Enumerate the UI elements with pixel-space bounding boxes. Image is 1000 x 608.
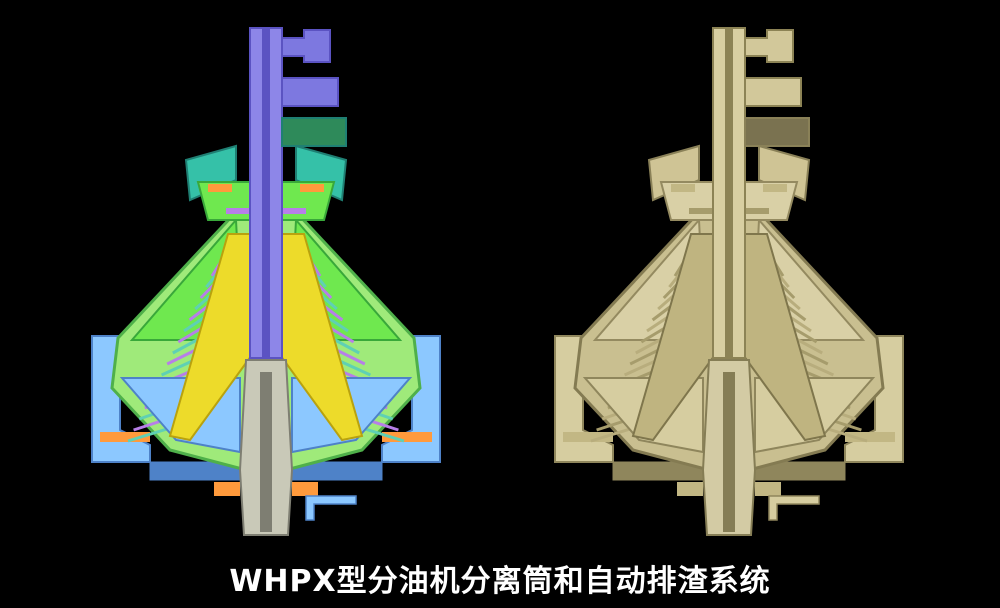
left-paring-disc: [208, 184, 232, 192]
color-cross-section-diagram: [91, 27, 441, 536]
oil-outlet-pipe: [281, 77, 339, 107]
feed-pipe-bore: [262, 28, 270, 358]
right-bearing: [755, 482, 781, 496]
left-paring-disc: [671, 184, 695, 192]
oil-outlet-pipe: [744, 77, 802, 107]
right-seal-ring: [845, 432, 895, 442]
spindle-core: [260, 372, 272, 532]
gold-cross-section-diagram: [554, 27, 904, 536]
inlet-nozzle: [744, 29, 794, 63]
diagram-caption: WHPX型分油机分离筒和自动排渣系统: [229, 564, 771, 599]
operating-water-pipe: [305, 495, 357, 521]
right-bearing: [292, 482, 318, 496]
spindle-core: [723, 372, 735, 532]
right-seal-ring: [382, 432, 432, 442]
water-outlet-pipe: [744, 117, 810, 147]
left-seal-ring: [563, 432, 613, 442]
right-paring-disc: [763, 184, 787, 192]
left-bearing: [214, 482, 240, 496]
water-outlet-pipe: [281, 117, 347, 147]
left-bearing: [677, 482, 703, 496]
left-seal-ring: [100, 432, 150, 442]
inlet-nozzle: [281, 29, 331, 63]
operating-water-pipe: [768, 495, 820, 521]
feed-pipe-bore: [725, 28, 733, 358]
right-paring-disc: [300, 184, 324, 192]
